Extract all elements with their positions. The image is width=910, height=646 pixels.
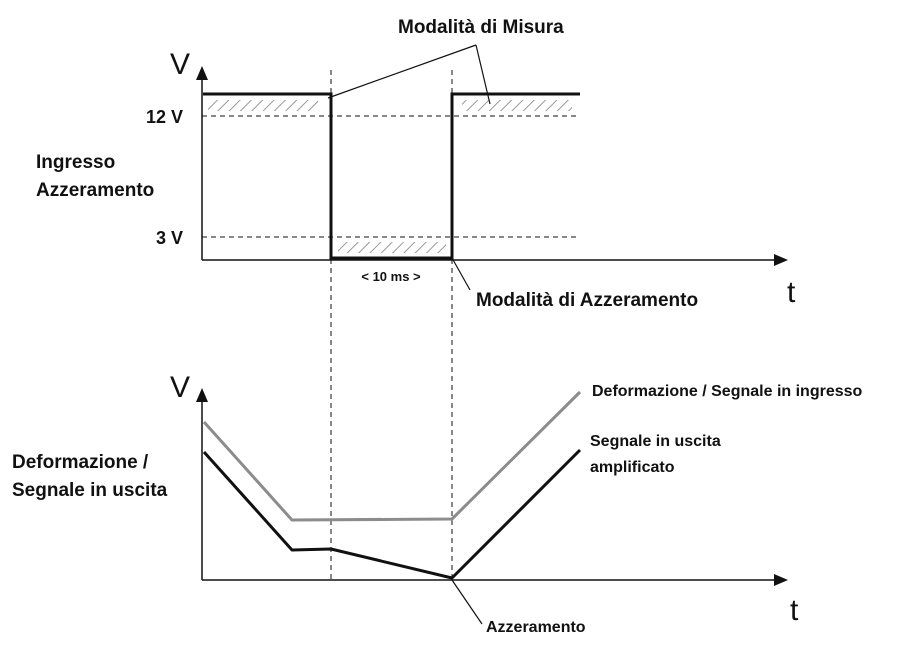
duration-label: < 10 ms > (361, 269, 421, 284)
bottom-left-label-line1: Deformazione / (12, 452, 149, 473)
top-y-axis-label: V (170, 48, 190, 81)
top-x-axis-arrow (774, 254, 788, 266)
series-input-line (202, 390, 582, 522)
top-x-axis-label: t (787, 276, 796, 309)
series-output-label-line1: Segnale in uscita (590, 433, 721, 450)
hatch-measure-left (208, 100, 318, 111)
leader-zeroing (451, 257, 471, 291)
hatch-measure-right (462, 100, 572, 111)
annotation-zeroing-mode: Modalità di Azzeramento (476, 290, 698, 311)
level-high-label: 12 V (146, 107, 183, 127)
leader-zero (451, 579, 483, 625)
annotation-zero: Azzeramento (486, 619, 586, 636)
bottom-y-axis-arrow (196, 388, 208, 402)
leader-measure-left (327, 44, 477, 99)
zeroing-input-signal (203, 92, 580, 260)
series-input-label: Deformazione / Segnale in ingresso (592, 383, 863, 400)
annotation-measure-mode: Modalità di Misura (398, 17, 564, 38)
top-left-label-line2: Azzeramento (36, 180, 154, 201)
bottom-x-axis-label: t (790, 594, 799, 627)
leader-measure-right (475, 44, 491, 105)
bottom-x-axis-arrow (774, 574, 788, 586)
level-low-label: 3 V (156, 228, 183, 248)
series-output-label-line2: amplificato (590, 459, 675, 476)
top-y-axis-arrow (196, 66, 208, 80)
bottom-y-axis-label: V (170, 371, 190, 404)
bottom-left-label-line2: Segnale in uscita (12, 480, 168, 501)
series-output-line (202, 448, 582, 580)
hatch-zeroing (338, 242, 446, 253)
top-left-label-line1: Ingresso (36, 152, 115, 173)
